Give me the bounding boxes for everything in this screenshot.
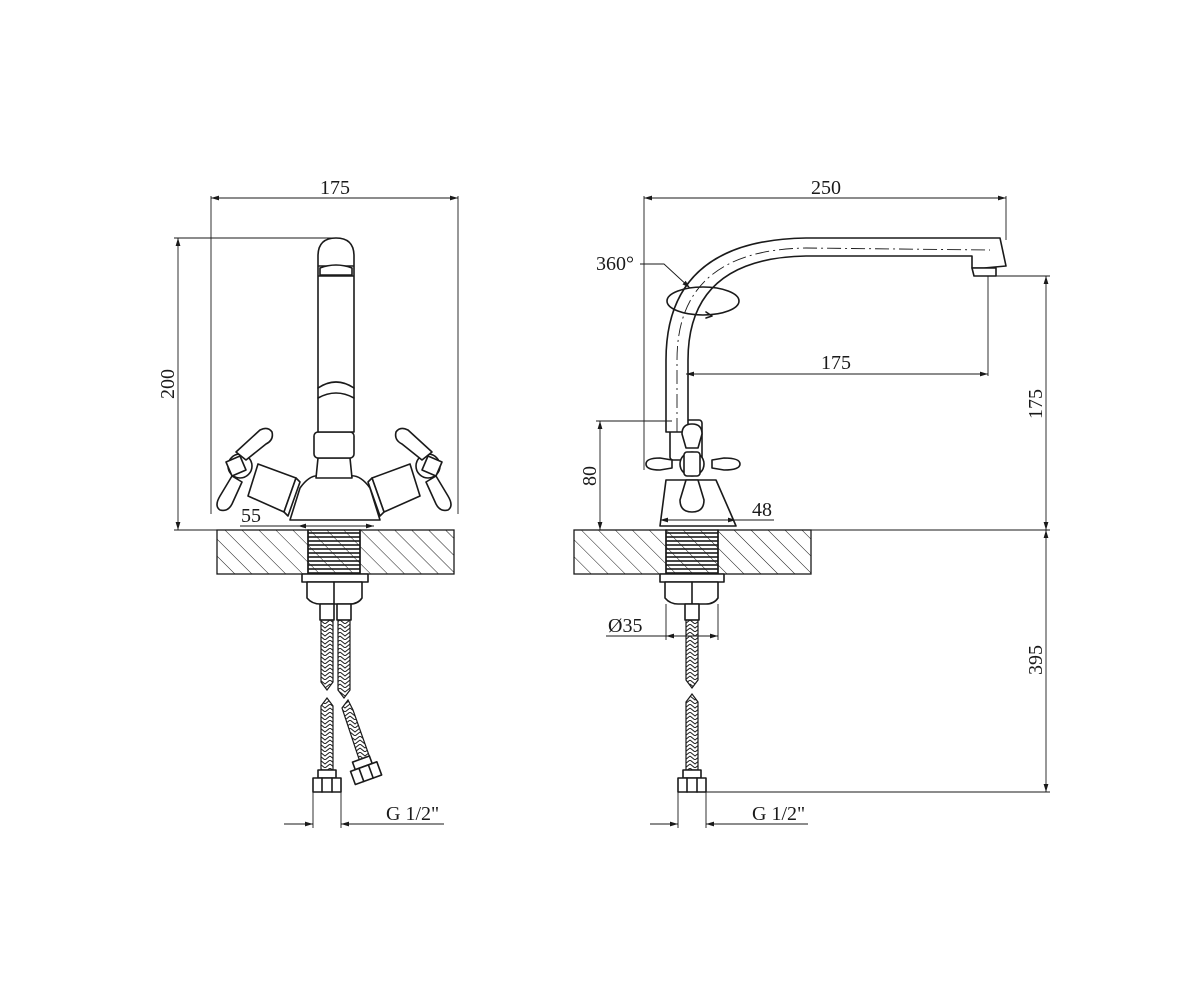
base-height-label: 80 — [579, 466, 601, 486]
left-handle-front — [216, 427, 301, 517]
reach-total-label: 250 — [811, 177, 841, 199]
side-dimensions: 250 360° 175 175 80 48 — [579, 177, 1050, 828]
spout-height-label: 175 — [1025, 389, 1047, 419]
hose-length-label: 395 — [1025, 645, 1047, 675]
front-thread-label: G 1/2" — [386, 803, 439, 825]
front-dimensions: 175 200 55 G 1/2" — [157, 177, 459, 828]
spout-side — [665, 237, 1007, 433]
base-width-label: 48 — [752, 499, 772, 521]
reach-label: 175 — [821, 352, 851, 374]
spout-front — [317, 237, 355, 433]
right-handle-front — [367, 427, 452, 517]
countertop-section-side — [573, 529, 812, 575]
handle-side — [645, 423, 741, 513]
supply-hoses-front — [312, 603, 383, 793]
front-view: 175 200 55 G 1/2" — [157, 177, 459, 828]
handle-gap-label: 55 — [241, 505, 261, 527]
countertop-section-front — [216, 529, 455, 575]
front-width-label: 175 — [320, 177, 350, 199]
rotation-label: 360° — [596, 253, 634, 275]
side-thread-label: G 1/2" — [752, 803, 805, 825]
mounting-nut-side — [659, 573, 725, 605]
supply-hose-side — [677, 603, 707, 793]
shank-diameter-label: Ø35 — [608, 615, 642, 637]
faucet-body-front — [289, 431, 381, 521]
mounting-nut-front — [301, 573, 369, 605]
front-height-label: 200 — [157, 369, 179, 399]
side-view: 250 360° 175 175 80 48 — [573, 177, 1050, 828]
